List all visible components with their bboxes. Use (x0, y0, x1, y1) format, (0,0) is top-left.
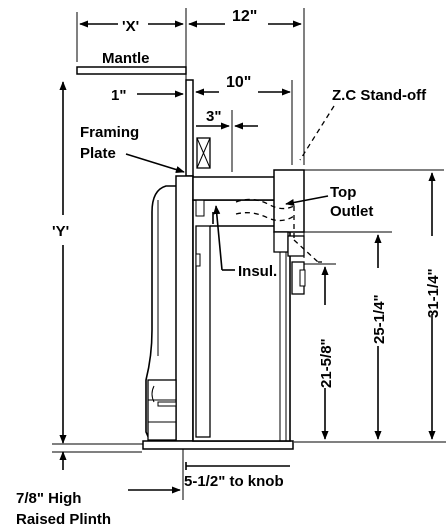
plinth-label-line1: 7/8" High (16, 490, 81, 507)
x-label: 'X' (122, 18, 139, 35)
dimension-31-25: 31-1/4" (304, 169, 444, 440)
ten-inch-dimension: 10" (195, 74, 293, 165)
hearth-plinth (142, 440, 294, 450)
three-inch-dimension: 3" (196, 108, 258, 172)
dimension-21-five-eighths: 21-5/8" (304, 263, 336, 440)
framing-plate: Framing Plate (80, 72, 194, 177)
y-label: 'Y' (52, 223, 69, 240)
mantle-label: Mantle (102, 50, 150, 67)
three-label: 3" (206, 108, 221, 125)
top-outlet-callout: Top Outlet (285, 184, 373, 220)
framing-label-line1: Framing (80, 124, 139, 141)
zc-standoff-callout: Z.C Stand-off (299, 87, 427, 161)
mantle-shelf (76, 66, 187, 75)
dimension-25-quarter: 25-1/4" (304, 231, 392, 440)
dim-25-label: 25-1/4" (371, 294, 388, 344)
top-outlet-label-line1: Top (330, 184, 356, 201)
framing-label-line2: Plate (80, 145, 116, 162)
y-dimension: 'Y' (52, 81, 150, 445)
dim-21-label: 21-5/8" (318, 338, 335, 388)
dim-31-label: 31-1/4" (425, 268, 442, 318)
twelve-inch-dimension: 12" (188, 8, 305, 165)
header-block (196, 137, 211, 169)
top-outlet-label-line2: Outlet (330, 203, 373, 220)
stove-side-profile (145, 185, 177, 442)
insul-label: Insul. (238, 263, 277, 280)
zc-standoff-label: Z.C Stand-off (332, 87, 427, 104)
insulation-callout: Insul. (213, 205, 277, 280)
x-dimension: 'X' (76, 8, 187, 80)
mantle: Mantle (76, 50, 187, 75)
plinth-callout: 7/8" High Raised Plinth (16, 451, 142, 528)
wall-section (175, 175, 194, 442)
knob-label: 5-1/2" to knob (184, 473, 284, 490)
one-inch-label: 1" (111, 87, 126, 104)
side-knob (291, 261, 306, 295)
knob-dimension: 5-1/2" to knob (128, 449, 290, 500)
plinth-label-line2: Raised Plinth (16, 511, 111, 528)
framing-plate-post (185, 79, 194, 177)
ten-label: 10" (226, 74, 251, 91)
twelve-label: 12" (232, 8, 257, 25)
top-outlet-flue (235, 198, 322, 263)
